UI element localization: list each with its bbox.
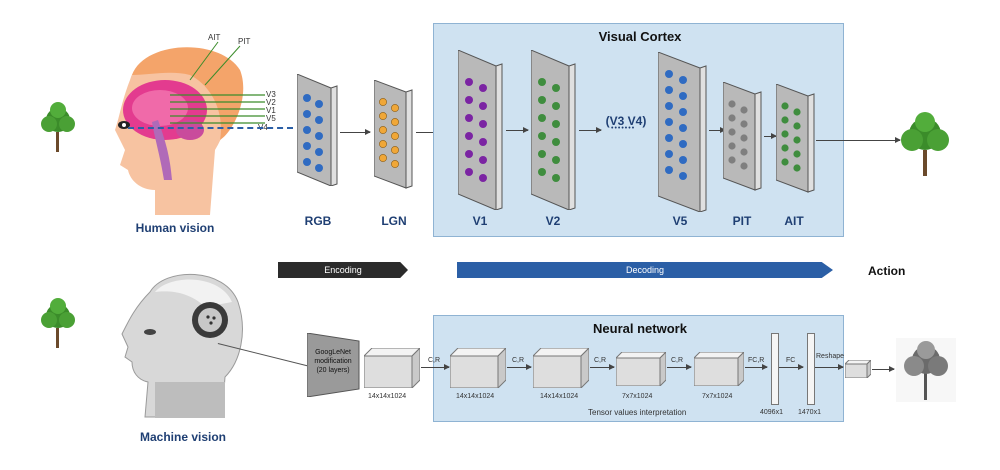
visual-cortex-title: Visual Cortex [598, 29, 682, 44]
label-v5: V5 [266, 114, 276, 123]
fc-size-2: 1470x1 [798, 409, 821, 416]
encoding-label: Encoding [324, 265, 362, 275]
pit-layer-plate [723, 82, 762, 191]
tensor-size-1: 14x14x1024 [456, 393, 495, 400]
tree-icon-bottom [41, 298, 75, 348]
googlenet-line-3: (20 layers) [316, 367, 350, 374]
tensor-block-1 [450, 348, 506, 388]
googlenet-block-label: GoogLeNet modification (20 layers) [307, 348, 359, 375]
v1-layer-plate [458, 50, 503, 210]
lgn-layer-plate [374, 80, 413, 189]
human-vision-caption: Human vision [135, 221, 215, 235]
fc-layer-1 [771, 333, 779, 405]
label-v2-layer: V2 [545, 214, 561, 228]
tensor-block-4 [694, 352, 744, 386]
label-v1: V1 [266, 106, 276, 115]
label-pit-layer: PIT [732, 214, 752, 228]
ait-layer-plate [776, 84, 815, 193]
tensor-size-2: 14x14x1024 [540, 393, 579, 400]
arrow-reshape-output [872, 366, 895, 372]
label-v2: V2 [266, 98, 276, 107]
arrow-ait-action [816, 137, 901, 143]
label-v1-layer: V1 [472, 214, 488, 228]
edge-label-reshape: Reshape [816, 353, 845, 360]
encoding-band: Encoding [278, 262, 408, 278]
neural-network-title: Neural network [593, 321, 687, 336]
v5-layer-plate [658, 52, 707, 212]
arrow-v2-v3v4 [579, 127, 602, 133]
reshape-block [845, 360, 871, 378]
edge-label-1: C,R [512, 357, 525, 364]
arrow-rgb-lgn [340, 129, 371, 135]
action-tree-icon [901, 112, 949, 176]
label-ait-layer: AIT [784, 214, 804, 228]
tensor-size-0: 14x14x1024 [368, 393, 407, 400]
eye-dashed-line [128, 127, 293, 129]
rgb-layer-plate [297, 74, 338, 186]
label-v5-layer: V5 [672, 214, 688, 228]
arrow-block2-block3 [590, 364, 615, 370]
tensor-block-2 [533, 348, 589, 388]
arrow-block0-block1 [421, 364, 450, 370]
arrow-block4-fc1 [745, 364, 768, 370]
arrow-pit-ait [764, 133, 777, 139]
label-lgn: LGN [381, 214, 407, 228]
edge-label-2: C,R [594, 357, 607, 364]
arrow-block3-block4 [667, 364, 692, 370]
v2-layer-plate [531, 50, 576, 210]
robot-head-illustration [121, 273, 243, 418]
label-pit: PIT [238, 37, 251, 46]
label-rgb: RGB [304, 214, 332, 228]
arrow-block1-block2 [507, 364, 532, 370]
tensor-block-3 [616, 352, 666, 386]
arrow-fc1-fc2 [779, 364, 804, 370]
fc-size-1: 4096x1 [760, 409, 783, 416]
machine-vision-caption: Machine vision [139, 430, 227, 444]
edge-label-3: C,R [671, 357, 684, 364]
edge-label-4: FC,R [748, 357, 765, 364]
edge-label-0: C,R [428, 357, 441, 364]
googlenet-line-2: modification [314, 358, 352, 365]
label-v3: V3 [266, 90, 276, 99]
arrow-fc2-reshape [815, 364, 844, 370]
label-ait: AIT [208, 33, 221, 42]
tree-icon [41, 102, 75, 152]
arrow-v1-v2 [506, 127, 529, 133]
decoding-band: Decoding [457, 262, 833, 278]
tensor-size-3: 7x7x1024 [622, 393, 653, 400]
fc-layer-2 [807, 333, 815, 405]
v3-v4-label: (V3 V4) [605, 114, 647, 128]
ellipsis-dots: ••••••• [611, 125, 636, 132]
output-tree-image [896, 338, 956, 402]
tensor-size-4: 7x7x1024 [702, 393, 733, 400]
googlenet-block-shape [307, 333, 360, 397]
human-head-illustration [115, 47, 244, 215]
tensor-interpretation-label: Tensor values interpretation [588, 408, 687, 417]
tensor-block-0 [364, 348, 420, 388]
googlenet-line-1: GoogLeNet [315, 349, 351, 356]
edge-label-5: FC [786, 357, 796, 364]
brain-pointer-lines [170, 41, 265, 124]
decoding-label: Decoding [625, 265, 665, 275]
action-label: Action [868, 264, 906, 278]
